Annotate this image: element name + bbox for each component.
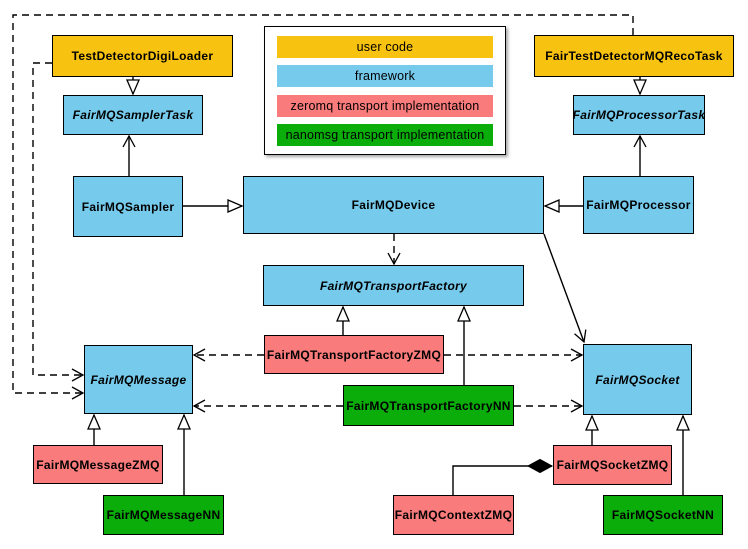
node-fairmq-context-zmq: FairMQContextZMQ bbox=[393, 495, 514, 535]
node-fairmq-transport-factory: FairMQTransportFactory bbox=[263, 265, 524, 306]
edge-test-detector-digi-loader--fairmq-message bbox=[32, 62, 85, 382]
legend-item-framework: framework bbox=[277, 65, 493, 88]
node-fairmq-sampler: FairMQSampler bbox=[73, 176, 183, 237]
legend-item-user-code: user code bbox=[277, 36, 493, 58]
node-fairmq-message: FairMQMessage bbox=[84, 345, 193, 414]
edge-fair-test-detector-mq-reco-task--fairmq-message bbox=[12, 14, 634, 400]
node-fairmq-socket-zmq: FairMQSocketZMQ bbox=[553, 445, 672, 485]
node-fair-test-detector-mq-reco-task: FairTestDetectorMQRecoTask bbox=[534, 35, 734, 77]
node-fairmq-message-zmq: FairMQMessageZMQ bbox=[33, 445, 163, 484]
node-fairmq-message-nn: FairMQMessageNN bbox=[103, 495, 224, 535]
edge-fairmq-context-zmq--fairmq-socket-zmq bbox=[452, 466, 552, 495]
node-fairmq-device: FairMQDevice bbox=[243, 176, 544, 234]
node-fairmq-sampler-task: FairMQSamplerTask bbox=[63, 95, 203, 135]
edge-group bbox=[12, 14, 690, 495]
node-fairmq-processor: FairMQProcessor bbox=[583, 176, 694, 234]
node-fairmq-transport-factory-nn: FairMQTransportFactoryNN bbox=[343, 385, 514, 426]
legend-item-nanomsg: nanomsg transport implementation bbox=[277, 123, 493, 146]
node-fairmq-processor-task: FairMQProcessorTask bbox=[573, 95, 705, 135]
edge-fairmq-device--fairmq-socket bbox=[543, 233, 587, 344]
legend-item-zeromq: zeromq transport implementation bbox=[277, 94, 493, 117]
node-fairmq-transport-factory-zmq: FairMQTransportFactoryZMQ bbox=[264, 335, 444, 374]
node-fairmq-socket-nn: FairMQSocketNN bbox=[603, 495, 723, 535]
legend: user code framework zeromq transport imple… bbox=[264, 26, 506, 155]
node-fairmq-socket: FairMQSocket bbox=[583, 344, 692, 415]
node-test-detector-digi-loader: TestDetectorDigiLoader bbox=[52, 35, 233, 77]
